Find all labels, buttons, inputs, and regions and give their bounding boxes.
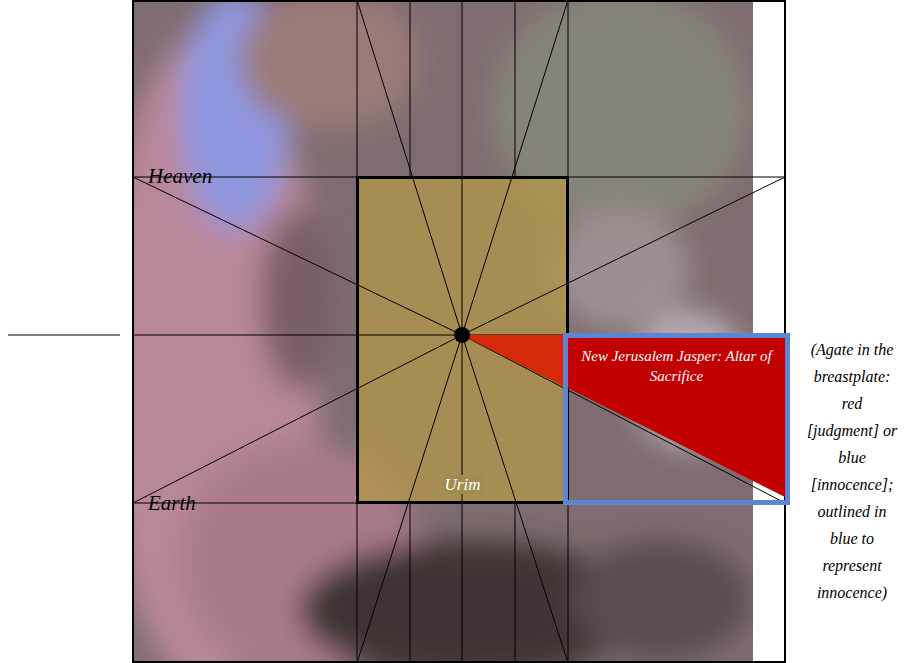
- outer-frame: [133, 1, 785, 662]
- inner-frame: [357, 177, 568, 503]
- node-text: New Jerusalem Jasper: Altar of Sacrifice: [581, 348, 772, 384]
- earth-label: Earth: [148, 490, 268, 516]
- note-text: (Agate in the breastplate: red [judgment…: [806, 336, 898, 606]
- sacrifice-wedge: [462, 335, 785, 497]
- sacrifice-wedge-tip: [462, 335, 565, 387]
- page-ground: [785, 0, 920, 663]
- node-text: Urim: [441, 475, 485, 494]
- urim-box: Urim: [357, 177, 568, 503]
- gem-photo: [133, 0, 753, 663]
- heaven-label: Heaven: [148, 163, 268, 189]
- jasper-box: New Jerusalem Jasper: Altar of Sacrifice: [563, 333, 790, 505]
- grid-lines: [8, 0, 785, 663]
- center-dot: [454, 327, 470, 343]
